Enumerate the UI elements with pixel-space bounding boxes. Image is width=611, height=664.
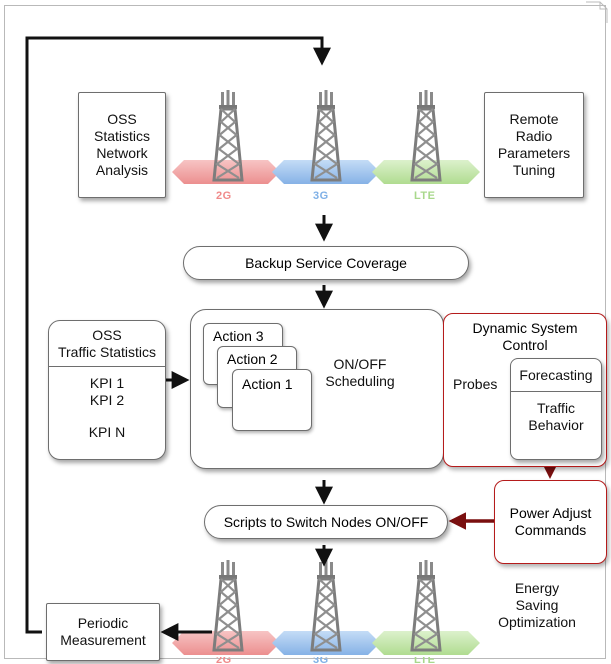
traffic-stats-title: OSS Traffic Statistics <box>57 327 157 360</box>
kpi-item: KPI 2 <box>89 392 125 408</box>
energy-saving-label: Energy Saving Optimization <box>498 580 576 630</box>
power-adjust-commands-box: Power Adjust Commands <box>494 480 607 564</box>
band-label-lte-bottom: LTE <box>414 657 436 664</box>
band-label-2g-bottom: 2G <box>216 657 232 664</box>
dynamic-control-title: Dynamic System Control <box>472 320 578 353</box>
probes-label: Probes <box>453 376 498 392</box>
page-corner-fold <box>586 1 608 23</box>
scheduling-label: ON/OFF Scheduling <box>325 356 395 389</box>
traffic-behavior-label: Traffic Behavior <box>511 391 601 434</box>
band-label-3g-top: 3G <box>313 190 329 202</box>
kpi-item: KPI 1 <box>89 375 125 391</box>
scripts-switch-nodes: Scripts to Switch Nodes ON/OFF <box>204 505 448 539</box>
feedback-loop-connector <box>25 36 331 634</box>
band-lte-bottom <box>372 631 480 655</box>
forecasting-panel: Forecasting Traffic Behavior <box>510 358 602 460</box>
action-card-1: Action 1 <box>232 369 312 431</box>
remote-radio-tuning-box: Remote Radio Parameters Tuning <box>484 92 584 198</box>
kpi-list: KPI 1 KPI 2 KPI N <box>49 366 165 441</box>
band-label-2g-top: 2G <box>216 190 232 202</box>
oss-statistics-box: OSS Statistics Network Analysis <box>78 92 166 198</box>
band-label-3g-bottom: 3G <box>313 657 329 664</box>
band-3g-bottom <box>272 631 380 655</box>
periodic-measurement-box: Periodic Measurement <box>46 603 160 661</box>
oss-traffic-statistics-box: OSS Traffic Statistics KPI 1 KPI 2 KPI N <box>48 320 166 460</box>
band-label-lte-top: LTE <box>414 190 436 202</box>
kpi-item: KPI N <box>88 424 126 440</box>
backup-service-coverage: Backup Service Coverage <box>183 246 469 280</box>
forecasting-label: Forecasting <box>519 367 593 383</box>
